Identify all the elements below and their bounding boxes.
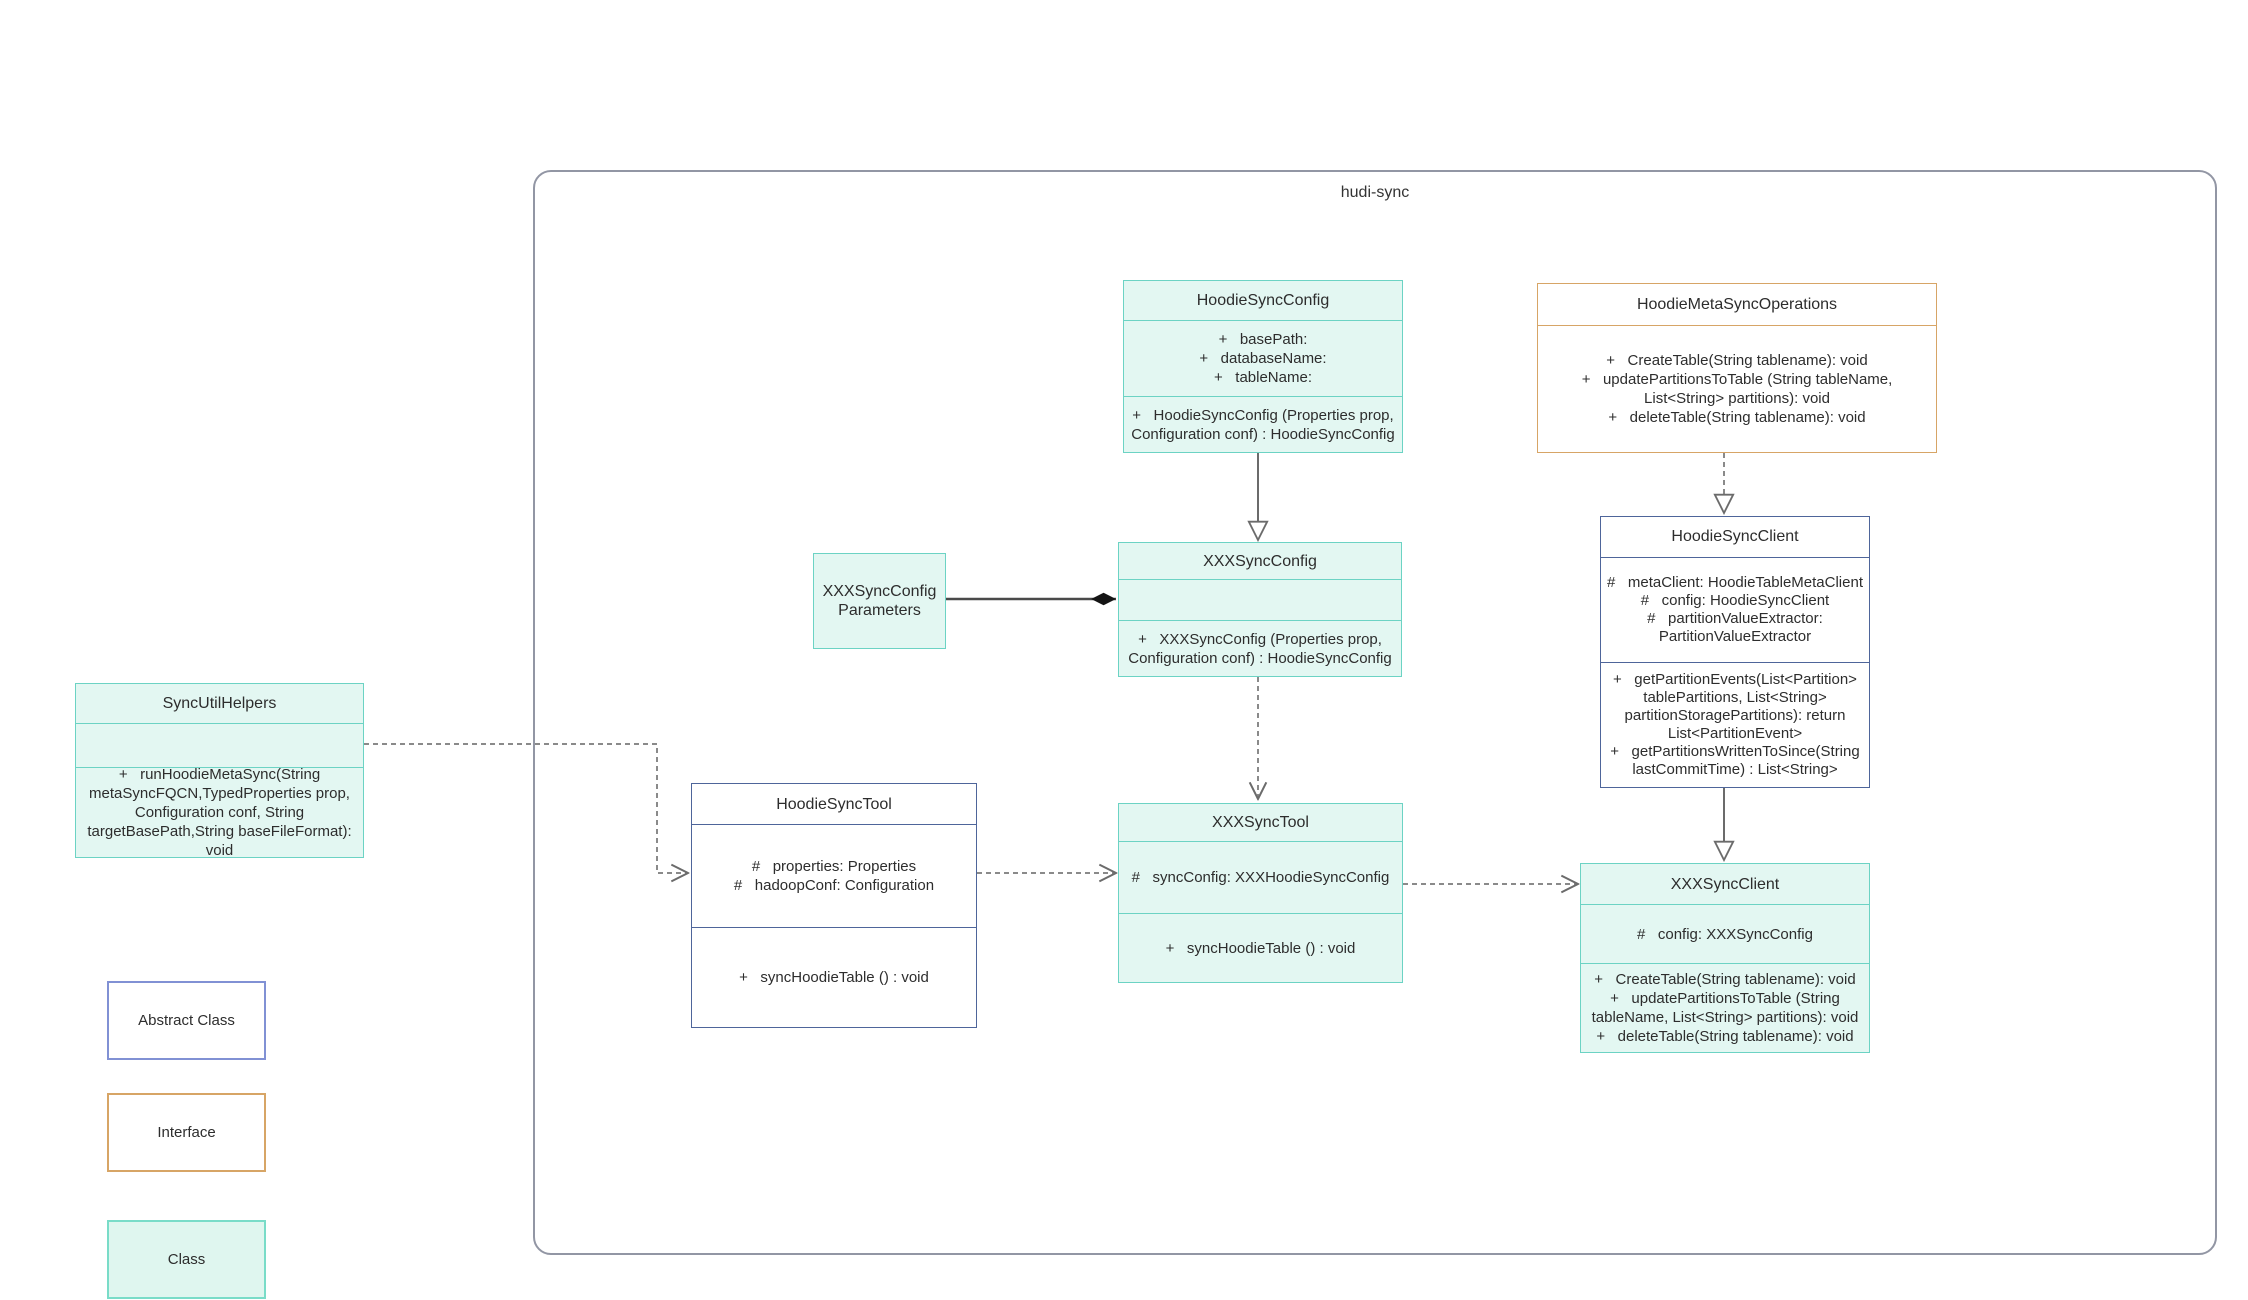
attribute-line: # metaClient: HoodieTableMetaClient	[1607, 574, 1863, 591]
method-line: + getPartitionsWrittenToSince(String las…	[1610, 743, 1860, 778]
methods-compartment: + CreateTable(String tablename): void + …	[1538, 325, 1936, 452]
class-title: XXXSyncConfigParameters	[822, 583, 937, 619]
class-title: XXXSyncConfig	[1203, 552, 1317, 570]
class-xxx-sync-client[interactable]: XXXSyncClient # config: XXXSyncConfig + …	[1580, 863, 1870, 1053]
attribute-line: + tableName:	[1214, 369, 1312, 386]
class-xxx-sync-tool[interactable]: XXXSyncTool # syncConfig: XXXHoodieSyncC…	[1118, 803, 1403, 983]
package-title: hudi-sync	[1340, 184, 1410, 201]
attributes-compartment: # metaClient: HoodieTableMetaClient # co…	[1601, 557, 1869, 662]
class-xxx-sync-config[interactable]: XXXSyncConfig + XXXSyncConfig (Propertie…	[1118, 542, 1402, 677]
class-title: XXXSyncClient	[1670, 875, 1780, 893]
legend-label: Interface	[157, 1124, 216, 1141]
method-line: + getPartitionEvents(List<Partition> tab…	[1613, 671, 1857, 742]
class-title: HoodieSyncConfig	[1196, 292, 1330, 309]
abstract-class-hoodie-sync-tool[interactable]: HoodieSyncTool # properties: Properties …	[691, 783, 977, 1028]
attribute-line: # syncConfig: XXXHoodieSyncConfig	[1131, 869, 1390, 886]
class-title: HoodieSyncClient	[1671, 528, 1799, 545]
method-line: + deleteTable(String tablename): void	[1596, 1028, 1854, 1045]
methods-compartment: + HoodieSyncConfig (Properties prop, Con…	[1124, 396, 1402, 452]
methods-compartment: + syncHoodieTable () : void	[1119, 913, 1402, 982]
class-title: XXXSyncTool	[1212, 814, 1309, 831]
class-xxx-sync-config-parameters[interactable]: XXXSyncConfigParameters	[813, 553, 946, 649]
method-line: + syncHoodieTable () : void	[1165, 939, 1356, 957]
methods-compartment: + getPartitionEvents(List<Partition> tab…	[1601, 662, 1869, 787]
attribute-line: # config: HoodieSyncClient	[1640, 592, 1830, 609]
attributes-compartment: # syncConfig: XXXHoodieSyncConfig	[1119, 841, 1402, 913]
method-line: + CreateTable(String tablename): void	[1594, 971, 1856, 988]
method-line: + CreateTable(String tablename): void	[1606, 352, 1868, 369]
attribute-line: # config: XXXSyncConfig	[1637, 925, 1813, 943]
abstract-class-hoodie-sync-client[interactable]: HoodieSyncClient # metaClient: HoodieTab…	[1600, 516, 1870, 788]
attribute-line: # hadoopConf: Configuration	[733, 877, 935, 894]
legend-class: Class	[107, 1220, 266, 1299]
method-line: + runHoodieMetaSync(String metaSyncFQCN,…	[87, 767, 352, 857]
legend-interface: Interface	[107, 1093, 266, 1172]
legend-label: Abstract Class	[138, 1012, 235, 1029]
methods-compartment: + XXXSyncConfig (Properties prop, Config…	[1119, 620, 1401, 676]
interface-hoodie-meta-sync-operations[interactable]: HoodieMetaSyncOperations + CreateTable(S…	[1537, 283, 1937, 453]
legend-label: Class	[167, 1251, 206, 1268]
method-line: + HoodieSyncConfig (Properties prop, Con…	[1131, 406, 1395, 443]
class-title: HoodieSyncTool	[776, 795, 892, 813]
attribute-line: + databaseName:	[1199, 350, 1327, 367]
methods-compartment: + syncHoodieTable () : void	[692, 927, 976, 1027]
attributes-compartment: + basePath: + databaseName: + tableName:	[1124, 320, 1402, 396]
class-sync-util-helpers[interactable]: SyncUtilHelpers + runHoodieMetaSync(Stri…	[75, 683, 364, 858]
attributes-compartment	[1119, 579, 1401, 620]
attribute-line: # properties: Properties	[751, 858, 917, 875]
methods-compartment: + CreateTable(String tablename): void + …	[1581, 963, 1869, 1052]
method-line: + syncHoodieTable () : void	[739, 969, 929, 986]
attributes-compartment: # config: XXXSyncConfig	[1581, 904, 1869, 963]
attribute-line: # partitionValueExtractor: PartitionValu…	[1647, 610, 1823, 645]
class-hoodie-sync-config[interactable]: HoodieSyncConfig + basePath: + databaseN…	[1123, 280, 1403, 453]
attributes-compartment	[76, 723, 363, 767]
method-line: + updatePartitionsToTable (String tableN…	[1591, 990, 1859, 1026]
method-line: + updatePartitionsToTable (String tableN…	[1581, 371, 1893, 407]
class-title: HoodieMetaSyncOperations	[1636, 296, 1838, 313]
method-line: + deleteTable(String tablename): void	[1608, 409, 1866, 426]
methods-compartment: + runHoodieMetaSync(String metaSyncFQCN,…	[76, 767, 363, 857]
attributes-compartment: # properties: Properties # hadoopConf: C…	[692, 824, 976, 927]
legend-abstract-class: Abstract Class	[107, 981, 266, 1060]
attribute-line: + basePath:	[1218, 331, 1308, 348]
class-title: SyncUtilHelpers	[162, 695, 277, 712]
method-line: + XXXSyncConfig (Properties prop, Config…	[1128, 630, 1392, 667]
